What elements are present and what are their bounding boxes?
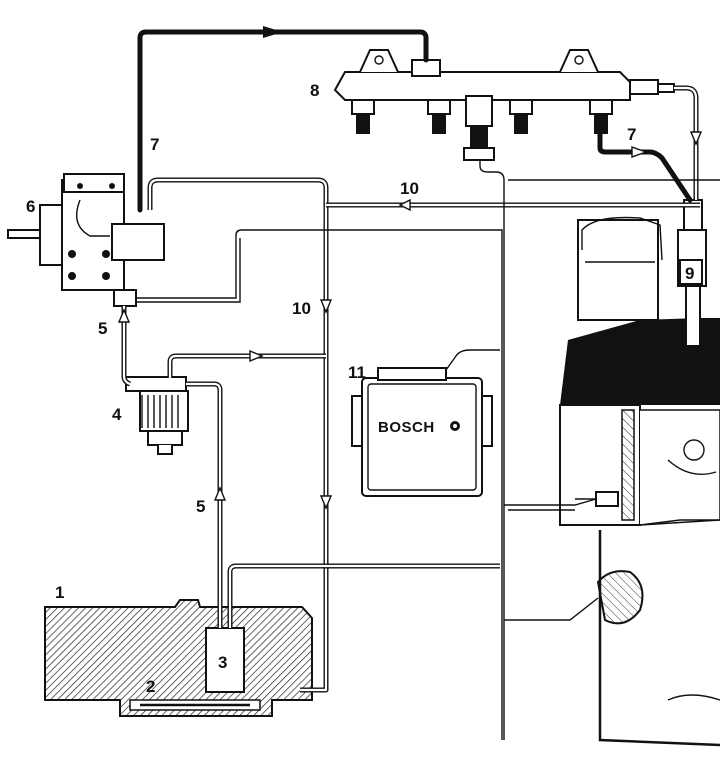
return-lines <box>121 85 700 693</box>
common-rail <box>333 49 675 161</box>
label-rail: 8 <box>310 81 319 100</box>
label-return-line-top: 10 <box>400 179 419 198</box>
label-return-line-mid: 10 <box>292 299 311 318</box>
label-sensor: 2 <box>146 677 155 696</box>
label-injector: 9 <box>685 264 694 283</box>
ecu <box>351 367 493 497</box>
label-ecu: 11 <box>348 363 366 382</box>
label-hp-line-right: 7 <box>627 125 636 144</box>
label-hp-pump: 6 <box>26 197 35 216</box>
callout-labels: 1 2 3 4 5 5 6 7 7 8 9 10 10 11 BOSCH <box>26 81 701 696</box>
high-pressure-pump <box>7 173 165 307</box>
rail-pressure-sensor <box>465 95 493 127</box>
fuel-tank <box>44 599 313 717</box>
engine-sensor <box>575 491 619 507</box>
label-supply-line-bottom: 5 <box>196 497 205 516</box>
fuel-filter <box>125 376 189 455</box>
metering-valve <box>113 289 137 307</box>
label-pump: 3 <box>218 653 227 672</box>
ecu-brand-text: BOSCH <box>378 419 435 436</box>
label-hp-line-left: 7 <box>150 135 159 154</box>
high-pressure-lines <box>137 26 693 213</box>
label-filter: 4 <box>112 405 122 424</box>
wiring <box>136 160 720 740</box>
fuel-pump <box>205 627 245 693</box>
flow-arrows <box>117 131 703 510</box>
label-supply-line-left: 5 <box>98 319 107 338</box>
engine-block <box>559 216 720 747</box>
label-tank: 1 <box>55 583 64 602</box>
